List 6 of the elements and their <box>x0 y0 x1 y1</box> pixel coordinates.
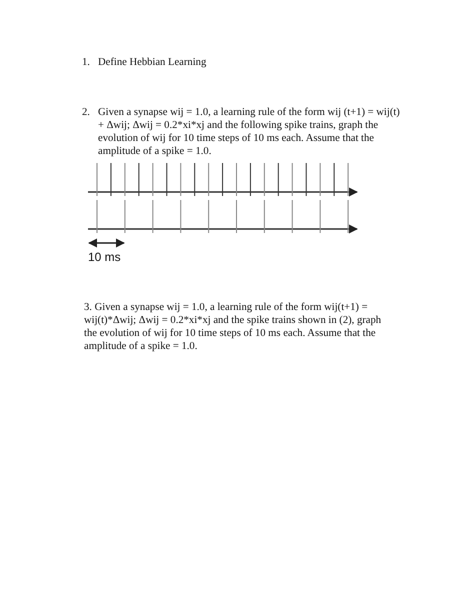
scale-label: 10 ms <box>88 251 122 264</box>
list-number: 1. <box>82 56 91 69</box>
question-text: 3. Given a synapse wij = 1.0, a learning rule of the form wij(t+1) = wij(t)*Δwij; Δwij = 0.2*xi*xj and the spike trains shown in (2), graph the evolution of wij for 10 time steps of 10 ms each. Assume that the amplitude of a spike = 1.0. <box>84 301 382 353</box>
list-number: 2. <box>82 106 91 119</box>
question-text: Given a synapse wij = 1.0, a learning rule of the form wij (t+1) = wij(t) + Δwij; Δwij = 0.2*xi*xj and the following spike trains, graph the evolution of wij for 10 time steps of 10 ms each. Assume that the amplitude of a spike = 1.0. <box>98 106 401 158</box>
question-text: Define Hebbian Learning <box>98 56 208 69</box>
